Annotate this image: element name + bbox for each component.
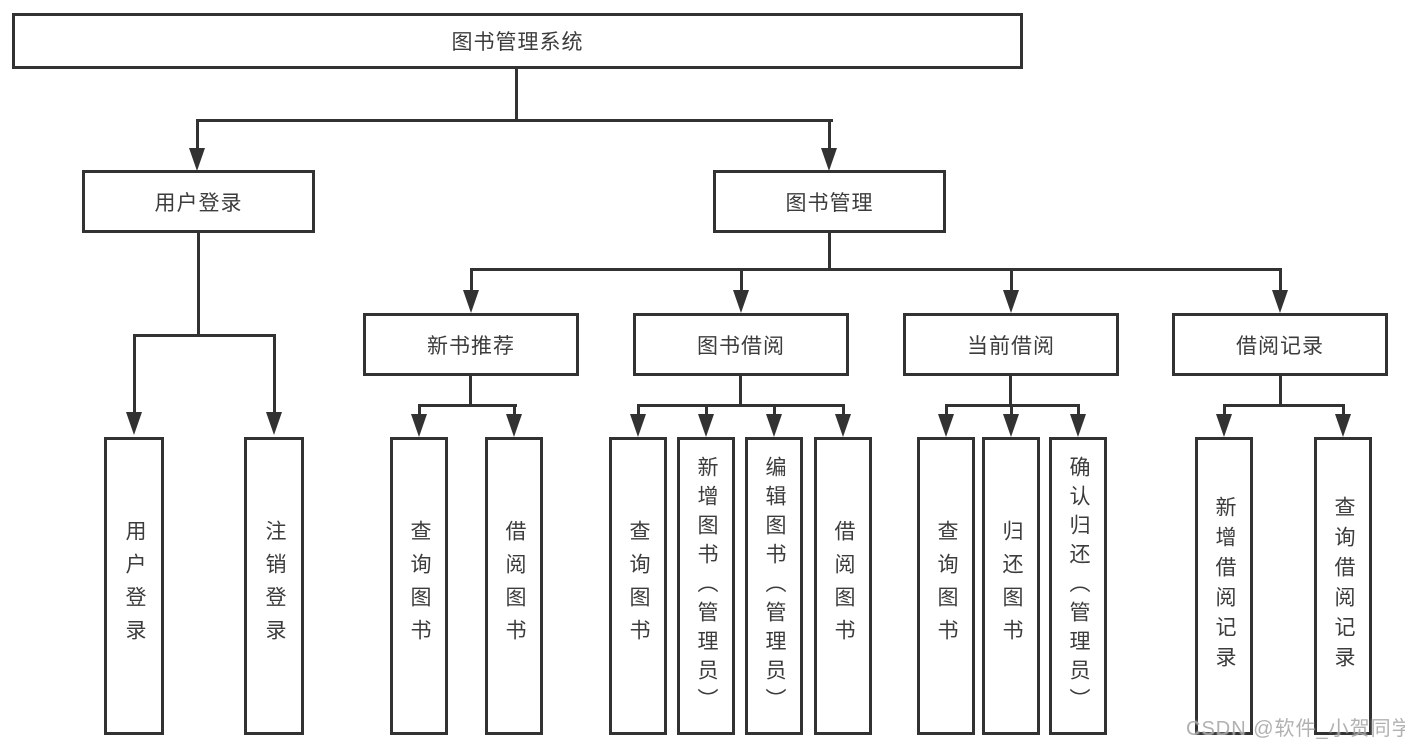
connector-line [197,233,200,337]
connector-arrowhead [821,148,837,171]
connector-arrowhead [1003,414,1019,437]
connector-line [469,376,472,407]
node-library-management-system: 图书管理系统 [12,13,1023,69]
node-query-borrow-record: 查询借阅记录 [1314,437,1372,735]
node-user-login-leaf: 用户登录 [104,437,164,735]
connector-line [945,404,948,418]
connector-line [637,404,845,407]
connector-line [1010,268,1013,294]
node-book-management: 图书管理 [713,170,946,233]
connector-arrowhead [698,414,714,437]
connector-line [273,334,276,414]
node-label: 编辑图书（管理员） [763,455,786,717]
node-add-books-admin: 新增图书（管理员） [677,437,735,735]
node-label: 图书借阅 [697,334,785,358]
node-label: 借阅记录 [1236,334,1324,358]
node-label: 归还图书 [1000,520,1023,652]
connector-line [842,404,845,418]
node-label: 用户登录 [123,520,146,652]
connector-line [515,68,518,122]
connector-arrowhead [1272,290,1288,313]
node-label: 借阅图书 [503,520,526,652]
node-logout: 注销登录 [244,437,304,735]
node-label: 查询图书 [408,520,431,652]
node-label: 借阅图书 [832,520,855,652]
node-query-books-3: 查询图书 [917,437,975,735]
node-label: 当前借阅 [967,334,1055,358]
node-label: 新增借阅记录 [1213,496,1236,676]
connector-line [1223,404,1345,407]
node-confirm-return-admin: 确认归还（管理员） [1049,437,1107,735]
node-label: 新书推荐 [427,334,515,358]
connector-line [828,233,831,271]
connector-arrowhead [1335,414,1351,437]
connector-line [1342,404,1345,418]
connector-line [828,119,831,151]
connector-line [470,268,473,294]
node-add-borrow-record: 新增借阅记录 [1195,437,1253,735]
connector-line [1009,376,1012,407]
node-book-borrowing: 图书借阅 [633,313,849,376]
node-label: 用户登录 [154,191,243,215]
connector-line [133,334,136,414]
connector-arrowhead [938,414,954,437]
connector-line [513,404,516,418]
connector-line [1223,404,1226,418]
node-label: 查询图书 [627,520,650,652]
node-return-books: 归还图书 [982,437,1040,735]
node-edit-books-admin: 编辑图书（管理员） [745,437,803,735]
connector-arrowhead [266,412,282,435]
connector-line [1077,404,1080,418]
connector-line [1279,268,1282,294]
connector-line [1279,376,1282,407]
connector-arrowhead [463,290,479,313]
connector-line [196,119,833,122]
connector-arrowhead [1003,290,1019,313]
connector-arrowhead [766,414,782,437]
connector-arrowhead [411,414,427,437]
node-label: 图书管理 [785,191,874,215]
connector-line [705,404,708,418]
node-query-books-2: 查询图书 [609,437,667,735]
connector-arrowhead [126,412,142,435]
connector-line [196,119,199,151]
connector-line [470,268,1282,271]
connector-line [418,404,421,418]
connector-line [637,404,640,418]
connector-line [418,404,517,407]
connector-arrowhead [1070,414,1086,437]
connector-arrowhead [630,414,646,437]
node-query-books-1: 查询图书 [390,437,448,735]
connector-arrowhead [835,414,851,437]
connector-line [739,376,742,407]
node-label: 查询借阅记录 [1332,496,1355,676]
node-label: 图书管理系统 [451,31,584,54]
connector-line [133,334,276,337]
node-current-borrowing: 当前借阅 [903,313,1119,376]
node-borrowing-records: 借阅记录 [1172,313,1388,376]
node-label: 确认归还（管理员） [1067,455,1090,717]
connector-line [740,268,743,294]
connector-arrowhead [1216,414,1232,437]
node-borrow-books-2: 借阅图书 [814,437,872,735]
node-label: 查询图书 [935,520,958,652]
node-user-login: 用户登录 [82,170,315,233]
connector-arrowhead [506,414,522,437]
connector-arrowhead [733,290,749,313]
node-label: 注销登录 [263,520,286,652]
connector-line [1010,404,1013,418]
connector-line [773,404,776,418]
node-label: 新增图书（管理员） [695,455,718,717]
node-new-book-recommend: 新书推荐 [363,313,579,376]
node-borrow-books-1: 借阅图书 [485,437,543,735]
connector-arrowhead [189,148,205,171]
csdn-watermark: CSDN @软件_小贺同学 [1186,718,1405,740]
